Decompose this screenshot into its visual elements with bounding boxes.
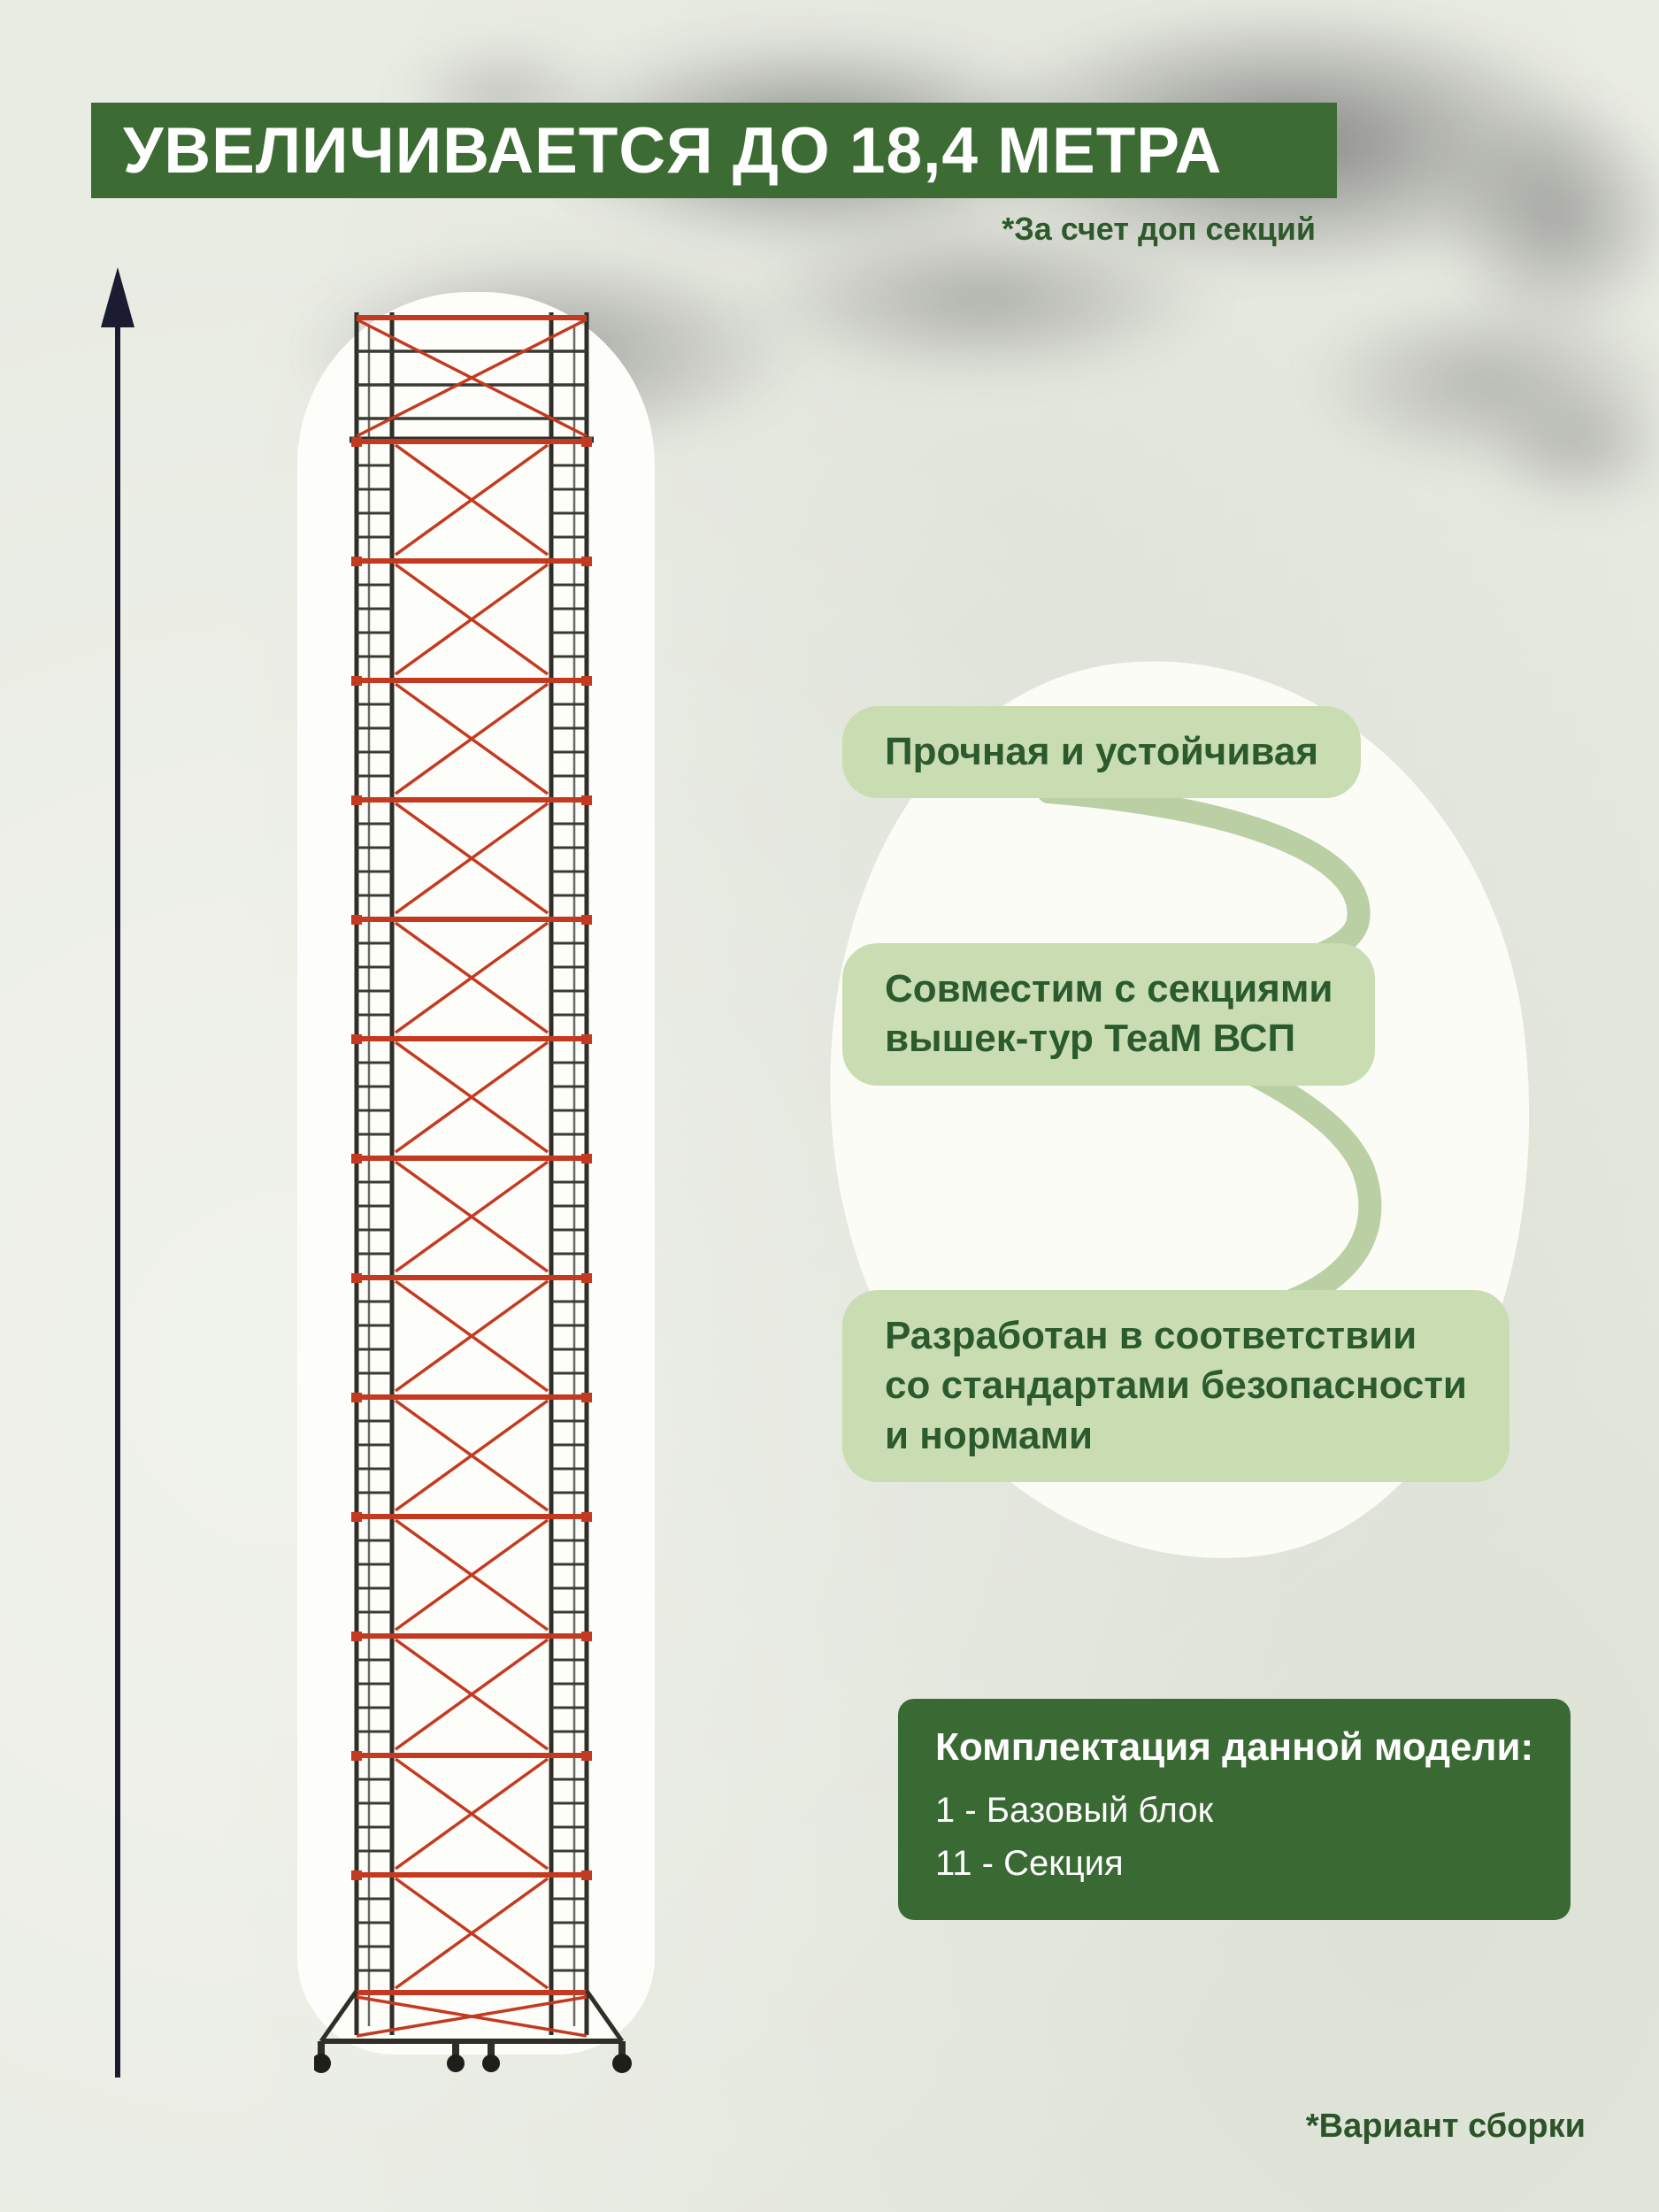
assembly-footnote: *Вариант сборки [1305,2108,1586,2145]
up-arrow-icon [101,267,134,2078]
cloud [1301,292,1659,473]
cloud [1433,97,1659,336]
height-arrow [87,265,149,2093]
package-title: Комплектация данной модели: [935,1725,1534,1769]
feature-pill-compatible: Совместим с секциями вышек-тур ТеаМ ВСП [842,943,1376,1086]
banner-title: УВЕЛИЧИВАЕТСЯ ДО 18,4 МЕТРА [123,114,1223,187]
scaffold-tower-icon [311,312,632,2073]
package-item: 11 - Секция [935,1844,1124,1883]
scaffold-tower-illustration [311,305,668,2097]
feature-pill-durable: Прочная и устойчивая [842,706,1361,799]
feature-pill-standards: Разработан в соответствии со стандартами… [842,1290,1509,1482]
package-item: 1 - Базовый блок [935,1791,1214,1830]
header-banner: УВЕЛИЧИВАЕТСЯ ДО 18,4 МЕТРА [91,103,1337,198]
cloud [743,217,1221,380]
cloud [1478,380,1659,513]
package-box: Комплектация данной модели: 1 - Базовый … [898,1699,1571,1920]
banner-note: *За счет доп секций [1002,211,1316,247]
